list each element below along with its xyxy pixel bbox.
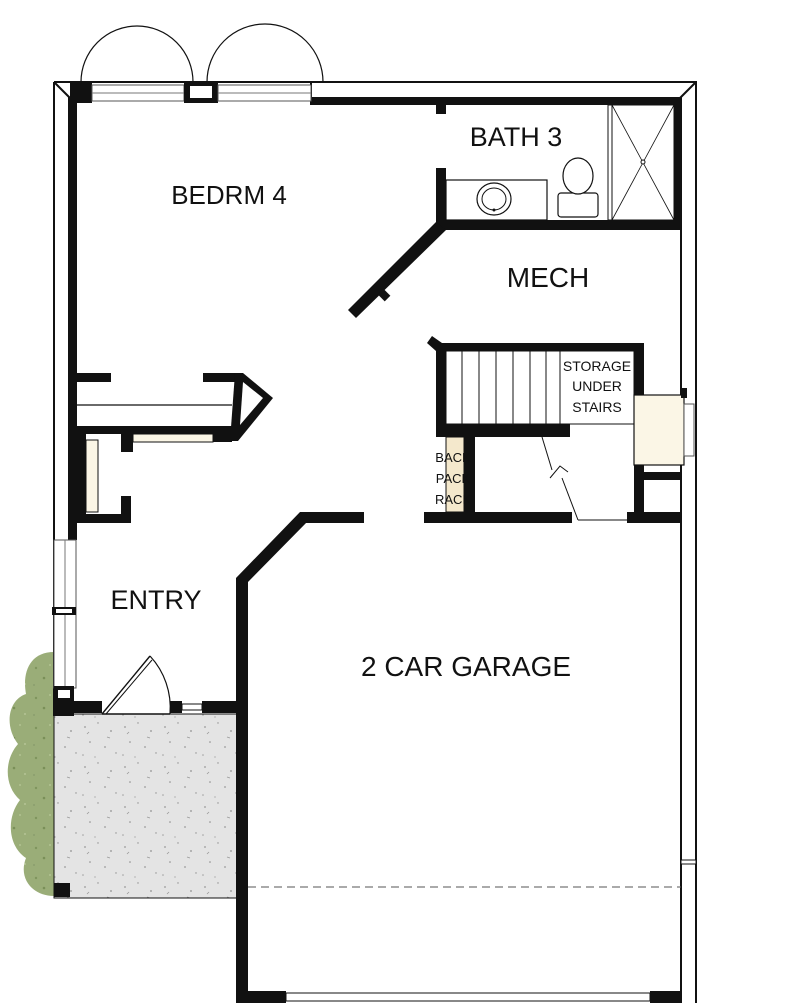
shrub [7, 652, 54, 896]
front-door [70, 655, 248, 715]
right-cabinet [633, 343, 697, 865]
storage-label-line2: UNDER [572, 378, 622, 394]
garage-interior-walls [236, 512, 681, 590]
room-label-bedroom: BEDRM 4 [171, 180, 287, 210]
entry-window [52, 539, 77, 716]
exterior-walls [53, 81, 697, 1003]
mech-wall [348, 222, 446, 318]
room-label-bath: BATH 3 [470, 122, 563, 152]
room-label-mech: MECH [507, 262, 589, 293]
bath-3 [436, 98, 681, 230]
bedroom-closet [77, 373, 273, 523]
backpack-label-line3: RACK [435, 492, 471, 507]
backpack-label-line2: PACK [436, 471, 471, 486]
backpack-rack [445, 436, 465, 513]
room-label-entry: ENTRY [110, 585, 201, 615]
patio-door-swings [80, 23, 324, 83]
patio-doors [70, 82, 312, 103]
storage-label-line3: STAIRS [572, 399, 622, 415]
backpack-rack-label: BACK PACK RACK [435, 450, 471, 507]
backpack-label-line1: BACK [435, 450, 471, 465]
storage-label: STORAGE UNDER STAIRS [563, 358, 631, 415]
storage-label-line1: STORAGE [563, 358, 631, 374]
room-label-garage: 2 CAR GARAGE [361, 651, 571, 682]
porch-slab [53, 713, 239, 899]
stairs [427, 336, 644, 521]
